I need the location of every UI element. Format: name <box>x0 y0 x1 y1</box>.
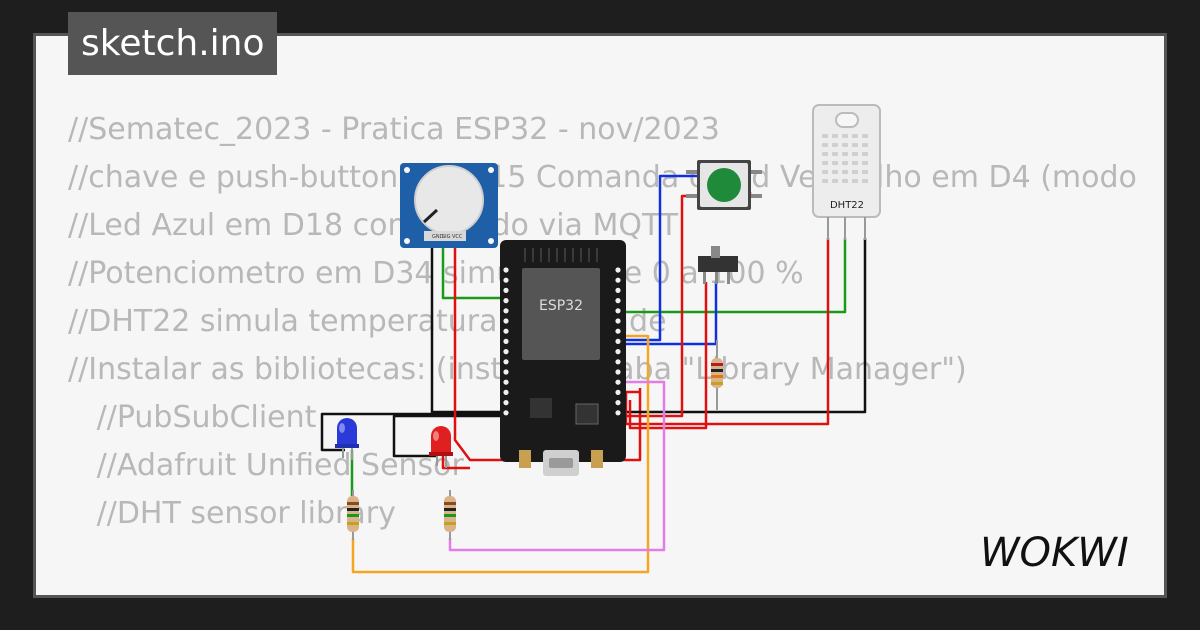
code-line: //PubSubClient <box>68 400 317 435</box>
wire-black-gnd <box>430 240 500 414</box>
dht22-vent <box>862 152 868 156</box>
esp32-pin <box>615 308 621 314</box>
esp32-pin <box>615 318 621 324</box>
resistor-pulldown <box>711 340 723 410</box>
esp32-pin <box>503 379 509 385</box>
pot-pin-sig-label: SIG <box>442 234 451 240</box>
dht22-vent <box>852 134 858 138</box>
esp32-pin <box>615 359 621 365</box>
wokwi-logo-text: WOKWI <box>980 530 1129 574</box>
esp32-pin <box>503 369 509 375</box>
wire-pink <box>448 380 666 552</box>
dht22-vent <box>842 170 848 174</box>
dht22-vent <box>842 143 848 147</box>
wire-red-switch <box>628 282 708 430</box>
esp32-pin <box>503 359 509 365</box>
preview-card: //Sematec_2023 - Pratica ESP32 - nov/202… <box>33 33 1167 598</box>
esp32-pin <box>615 287 621 293</box>
dht22-vent <box>822 161 828 165</box>
dht22-vent <box>852 152 858 156</box>
dht22-vent <box>862 179 868 183</box>
esp32-pin <box>615 338 621 344</box>
esp32-pin <box>503 349 509 355</box>
esp32-pin <box>615 267 621 273</box>
dht22-vent <box>822 134 828 138</box>
push-button[interactable] <box>686 160 762 210</box>
dht22-vent <box>862 161 868 165</box>
code-line: //Vale ver um exemplo do Random Nerd Tut… <box>68 586 1138 595</box>
dht22-vent <box>862 134 868 138</box>
esp32-pin <box>503 267 509 273</box>
wire-red-led <box>441 456 470 470</box>
dht22-vent <box>832 134 838 138</box>
esp32-pin <box>615 349 621 355</box>
esp32-pin <box>503 277 509 283</box>
dht22-vent <box>842 179 848 183</box>
esp32-pin <box>615 400 621 406</box>
esp32-pin <box>503 410 509 416</box>
esp32-pin <box>503 338 509 344</box>
esp32-pin <box>503 287 509 293</box>
code-line: //Adafruit Unified Sensor <box>68 448 464 483</box>
wire-green-dht <box>626 238 847 314</box>
esp32-pin <box>615 379 621 385</box>
dht22-vent <box>832 152 838 156</box>
esp32-pin <box>503 400 509 406</box>
dht22-vent <box>832 161 838 165</box>
dht22-vent <box>842 161 848 165</box>
esp32-pin <box>503 328 509 334</box>
dht22-vent <box>852 170 858 174</box>
wokwi-logo: WOKWI <box>980 530 1129 574</box>
esp32-pin <box>615 328 621 334</box>
resistor-led-blue <box>347 490 359 540</box>
esp32-pin <box>503 298 509 304</box>
esp32-pin <box>503 389 509 395</box>
dht22-vent <box>822 143 828 147</box>
esp32-pin <box>503 308 509 314</box>
dht22-sensor[interactable]: DHT22 <box>812 104 881 240</box>
dht22-vent <box>852 143 858 147</box>
dht22-vent <box>862 170 868 174</box>
led-red <box>429 426 453 468</box>
esp32-label: ESP32 <box>539 298 583 314</box>
esp32-pin <box>615 410 621 416</box>
esp32-board[interactable]: ESP32 <box>500 240 626 476</box>
dht22-vent <box>822 152 828 156</box>
dht22-vent <box>832 170 838 174</box>
esp32-pin <box>615 298 621 304</box>
slide-switch[interactable] <box>698 246 738 284</box>
pot-pin-gnd-label: GND <box>432 234 444 240</box>
potentiometer[interactable]: GND SIG VCC <box>400 163 498 248</box>
wire-red-pot <box>453 240 642 462</box>
filename-label: sketch.ino <box>68 12 278 75</box>
dht22-vent <box>842 152 848 156</box>
dht22-label: DHT22 <box>830 200 864 211</box>
wire-black-led-red <box>392 414 500 458</box>
esp32-pin <box>615 277 621 283</box>
code-line: //Sematec_2023 - Pratica ESP32 - nov/202… <box>68 112 720 147</box>
led-blue <box>335 418 359 460</box>
esp32-pin <box>615 389 621 395</box>
esp32-pin <box>615 369 621 375</box>
esp32-pin <box>503 318 509 324</box>
pot-pin-vcc-label: VCC <box>452 234 463 240</box>
wire-black-led-blue <box>320 412 500 452</box>
dht22-vent <box>852 179 858 183</box>
dht22-vent <box>832 179 838 183</box>
resistor-led-red <box>444 490 456 540</box>
dht22-vent <box>852 161 858 165</box>
wire-blue-button <box>626 174 697 342</box>
dht22-vent <box>822 179 828 183</box>
wire-orange <box>351 334 650 574</box>
dht22-vent <box>842 134 848 138</box>
dht22-vent <box>822 170 828 174</box>
wire-green-pot <box>441 240 500 300</box>
dht22-vent <box>862 143 868 147</box>
dht22-vent <box>832 143 838 147</box>
